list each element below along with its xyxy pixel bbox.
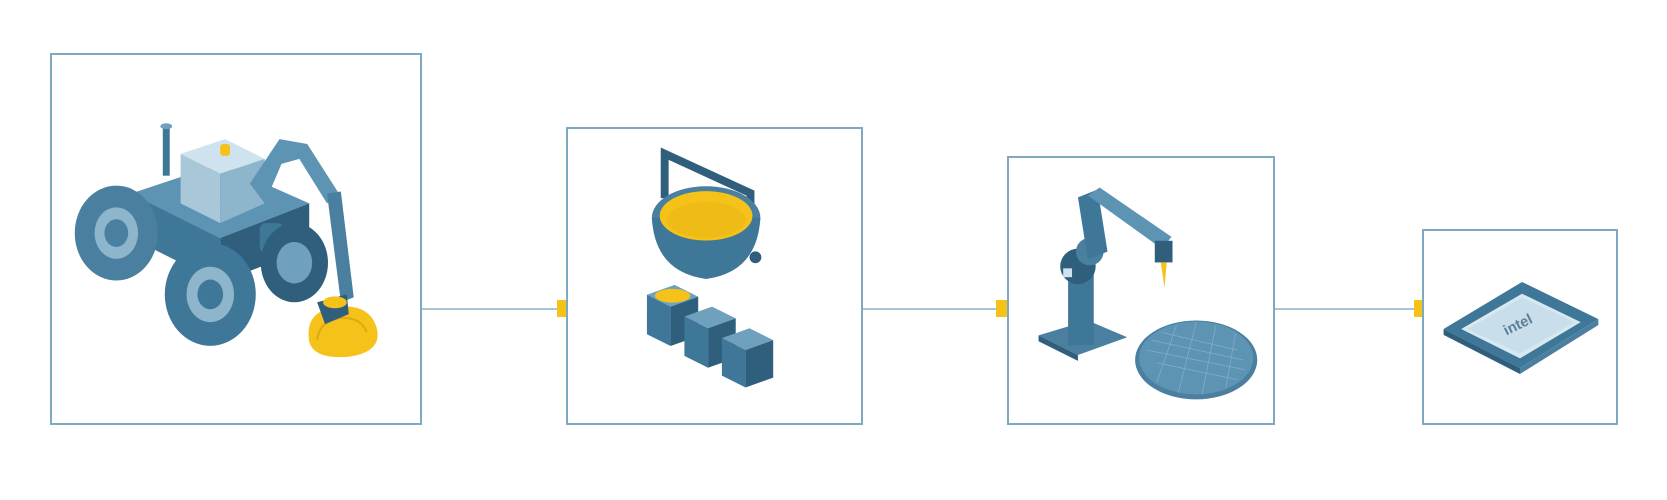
connector-fabrication-to-processor bbox=[1274, 308, 1422, 310]
ladle-and-ingots-icon bbox=[646, 147, 774, 388]
cpu-chip-icon: intel bbox=[1443, 281, 1599, 375]
step-panel-processor: intel bbox=[1422, 229, 1618, 425]
step-panel-smelting bbox=[566, 127, 863, 425]
step-panel-fabrication bbox=[1007, 156, 1275, 425]
connector-mining-to-smelting bbox=[420, 308, 566, 310]
step-panel-mining bbox=[50, 53, 422, 425]
robotic-arm-wafer-icon bbox=[1038, 187, 1258, 400]
connector-smelting-to-fabrication bbox=[861, 308, 1007, 310]
excavator-icon bbox=[74, 123, 378, 358]
